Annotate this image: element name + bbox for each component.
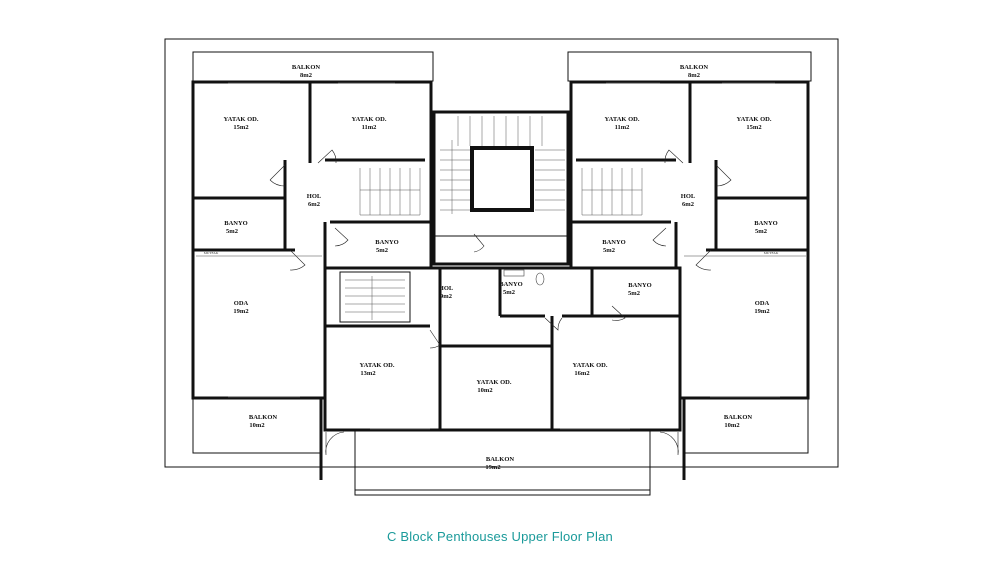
door-14 xyxy=(659,431,679,456)
wall-center-apartment xyxy=(323,266,682,432)
stair-core-l xyxy=(440,140,470,214)
door-7 xyxy=(334,227,349,247)
elevator-shaft xyxy=(470,146,534,212)
door-1 xyxy=(269,164,286,187)
room-yatak-c-r: YATAK OD.16m2 xyxy=(573,362,608,377)
room-yatak-tr-b: YATAK OD.15m2 xyxy=(737,116,772,131)
door-11 xyxy=(611,305,626,321)
room-yatak-tl-a: YATAK OD.15m2 xyxy=(224,116,259,131)
door-8 xyxy=(652,227,667,247)
room-yatak-tr-a: YATAK OD.11m2 xyxy=(605,116,640,131)
stair-r xyxy=(581,168,643,216)
plan-caption: C Block Penthouses Upper Floor Plan xyxy=(387,529,613,544)
walls xyxy=(191,51,812,496)
door-13 xyxy=(325,431,345,456)
stair-core-top xyxy=(457,116,543,146)
doors xyxy=(269,149,732,456)
door-9 xyxy=(429,329,441,349)
fixtures xyxy=(196,255,806,286)
door-6 xyxy=(695,249,712,271)
room-yatak-c-l: YATAK OD.13m2 xyxy=(360,362,395,377)
site-border xyxy=(164,38,839,468)
stairs xyxy=(345,116,643,320)
fixture-tub xyxy=(503,269,525,277)
room-yatak-tl-b: YATAK OD.11m2 xyxy=(352,116,387,131)
door-2 xyxy=(317,149,337,164)
room-mutfak-l: MUTFAK xyxy=(204,251,219,255)
core-stairwell xyxy=(432,110,570,266)
stair-l xyxy=(359,168,421,216)
door-3 xyxy=(715,164,732,187)
balcony-c xyxy=(354,430,651,496)
room-yatak-c-m: YATAK OD.10m2 xyxy=(477,379,512,394)
stair-c xyxy=(345,276,405,320)
door-5 xyxy=(289,249,306,271)
door-12 xyxy=(473,233,485,253)
stair-block-c xyxy=(339,271,411,323)
door-4 xyxy=(664,149,684,164)
fixture-wc xyxy=(535,272,545,286)
balcony-br xyxy=(683,397,809,454)
door-10 xyxy=(544,317,563,331)
stair-core-r xyxy=(535,149,565,211)
room-mutfak-r: MUTFAK xyxy=(764,251,779,255)
windows xyxy=(228,82,780,430)
